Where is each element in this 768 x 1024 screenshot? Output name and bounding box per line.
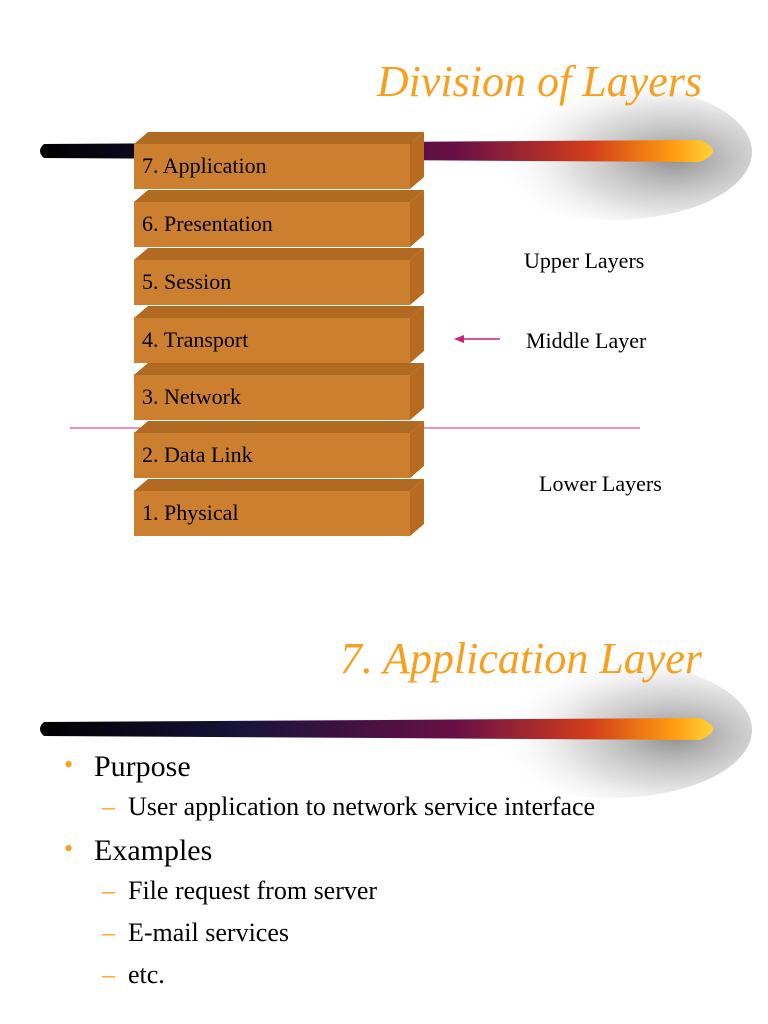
bullet-item: • Examples bbox=[64, 836, 595, 866]
layer-label: 6. Presentation bbox=[142, 211, 273, 236]
sub-bullet-item: – User application to network service in… bbox=[64, 794, 595, 820]
layer-data-link: 2. Data Link bbox=[134, 421, 424, 478]
bullet-list: • Purpose – User application to network … bbox=[64, 752, 595, 1004]
layer-physical: 1. Physical bbox=[134, 479, 424, 536]
bullet-text: Purpose bbox=[94, 750, 191, 783]
page-title: 7. Application Layer bbox=[339, 634, 702, 683]
layer-label: 7. Application bbox=[142, 153, 267, 178]
sub-bullet-item: – etc. bbox=[64, 962, 595, 988]
layer-label: 5. Session bbox=[142, 269, 232, 294]
layer-network: 3. Network bbox=[134, 363, 424, 420]
dash-icon: – bbox=[102, 960, 115, 989]
dash-icon: – bbox=[102, 792, 115, 821]
middle-layer-label: Middle Layer bbox=[526, 328, 647, 353]
layer-label: 3. Network bbox=[142, 384, 241, 409]
sub-bullet-text: E-mail services bbox=[128, 918, 289, 947]
upper-layers-label: Upper Layers bbox=[524, 248, 645, 273]
bullet-dot-icon: • bbox=[64, 750, 74, 779]
slide-application-layer: 7. Application Layer • Purpose – User ap… bbox=[0, 512, 768, 1024]
bullet-dot-icon: • bbox=[64, 834, 74, 863]
bullet-item: • Purpose bbox=[64, 752, 595, 782]
dash-icon: – bbox=[102, 876, 115, 905]
title-swoosh bbox=[40, 662, 752, 798]
slide-division-of-layers: Division of Layers 7. Application 6. Pre… bbox=[40, 57, 752, 536]
layer-presentation: 6. Presentation bbox=[134, 190, 424, 247]
dash-icon: – bbox=[102, 918, 115, 947]
sub-bullet-text: File request from server bbox=[128, 876, 378, 905]
sub-bullet-item: – File request from server bbox=[64, 878, 595, 904]
layer-label: 4. Transport bbox=[142, 327, 249, 352]
sub-bullet-text: etc. bbox=[128, 960, 165, 989]
lower-layers-label: Lower Layers bbox=[539, 471, 662, 496]
page-title: Division of Layers bbox=[376, 57, 702, 106]
sub-bullet-item: – E-mail services bbox=[64, 920, 595, 946]
layer-label: 2. Data Link bbox=[142, 442, 253, 467]
layer-transport: 4. Transport bbox=[134, 306, 424, 363]
layer-label: 1. Physical bbox=[142, 500, 239, 525]
bullet-text: Examples bbox=[94, 834, 213, 867]
layer-session: 5. Session bbox=[134, 248, 424, 305]
sub-bullet-text: User application to network service inte… bbox=[128, 792, 596, 821]
layer-application: 7. Application bbox=[134, 132, 424, 189]
